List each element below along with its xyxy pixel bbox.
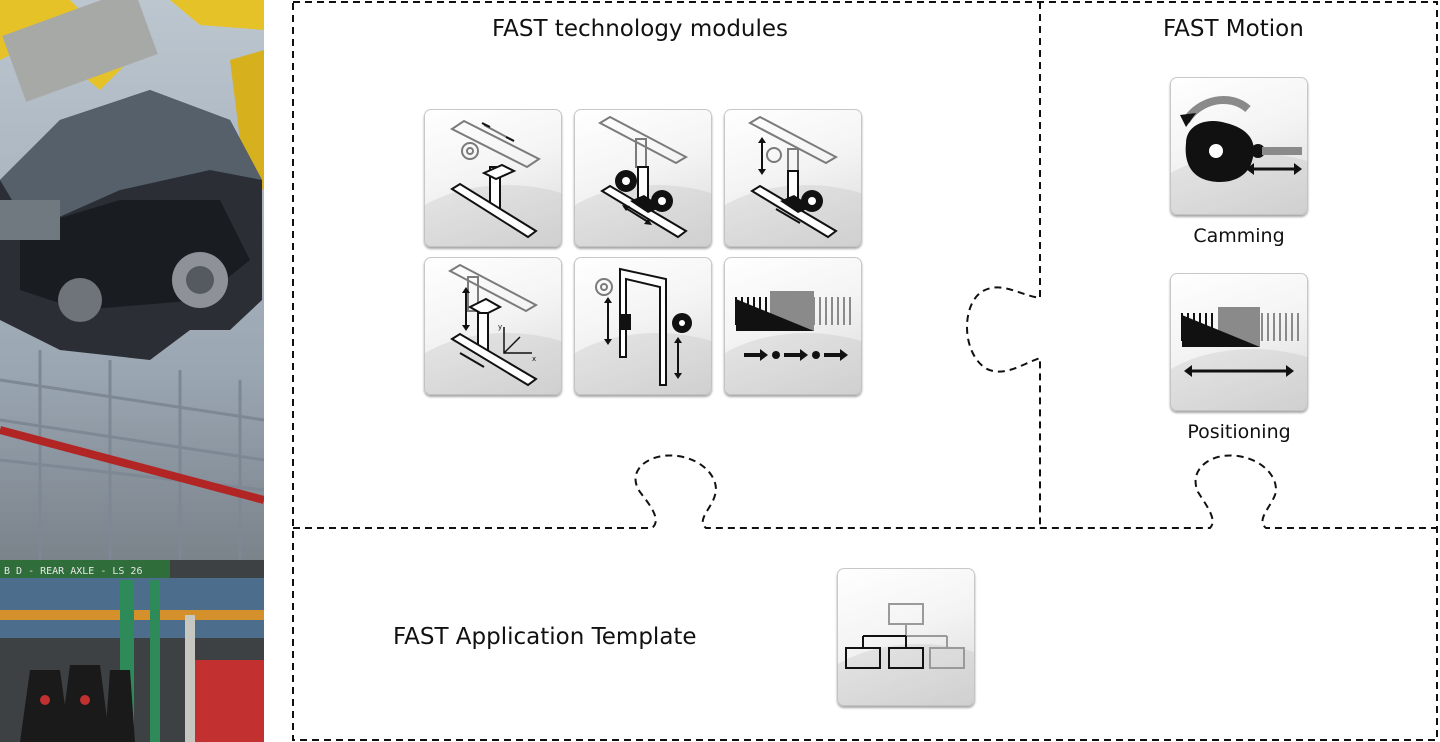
camming-icon[interactable] [1170, 77, 1308, 215]
gantry-vertical-icon[interactable] [724, 109, 862, 247]
technology-modules-title: FAST technology modules [492, 16, 789, 42]
application-template-title: FAST Application Template [393, 624, 697, 650]
gantry-xyz-icon[interactable]: y x [424, 257, 562, 395]
svg-text:x: x [532, 355, 536, 363]
hierarchy-icon[interactable] [837, 568, 975, 706]
gantry-rollers-icon[interactable] [574, 109, 712, 247]
motion-title: FAST Motion [1163, 16, 1304, 42]
positioning-icon[interactable] [1170, 273, 1308, 411]
factory-sign-text: B D - REAR AXLE - LS 26 [4, 566, 142, 577]
gantry-axis-icon[interactable] [424, 109, 562, 247]
positioning-label: Positioning [1187, 421, 1291, 443]
car-assembly-line-image: B D - REAR AXLE - LS 26 [0, 0, 264, 742]
camming-label: Camming [1193, 225, 1285, 247]
portal-lift-icon[interactable] [574, 257, 712, 395]
factory-photo: B D - REAR AXLE - LS 26 [0, 0, 264, 742]
flying-saw-icon[interactable] [724, 257, 862, 395]
svg-text:y: y [498, 323, 502, 331]
